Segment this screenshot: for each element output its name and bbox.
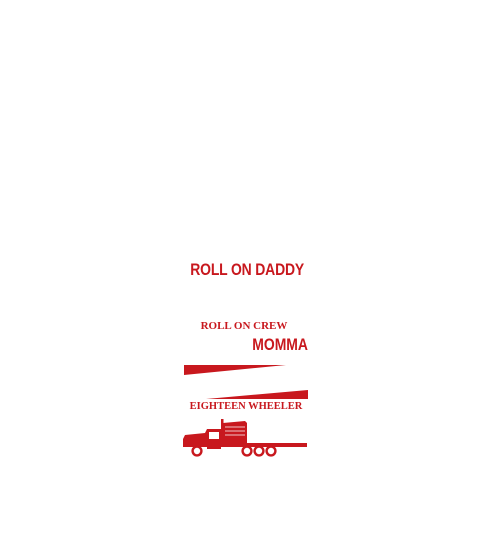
wheel-rear-1	[241, 445, 253, 457]
shirt-design: ROLL ON DADDY ROLL ON CREW MOMMA EIGHTEE…	[178, 255, 314, 465]
semi-truck-icon	[183, 419, 307, 457]
design-crew-text: ROLL ON CREW	[200, 320, 288, 332]
wheel-rear-2	[253, 445, 265, 457]
wheel-front	[191, 445, 203, 457]
upper-wedge	[184, 365, 286, 375]
design-eighteen-text: EIGHTEEN WHEELER	[189, 401, 303, 412]
design-title: ROLL ON DADDY	[190, 260, 305, 279]
design-momma-text: MOMMA	[252, 335, 308, 354]
lower-wedge	[206, 390, 308, 399]
wheel-rear-3	[265, 445, 277, 457]
stripe-wedges	[184, 365, 308, 399]
